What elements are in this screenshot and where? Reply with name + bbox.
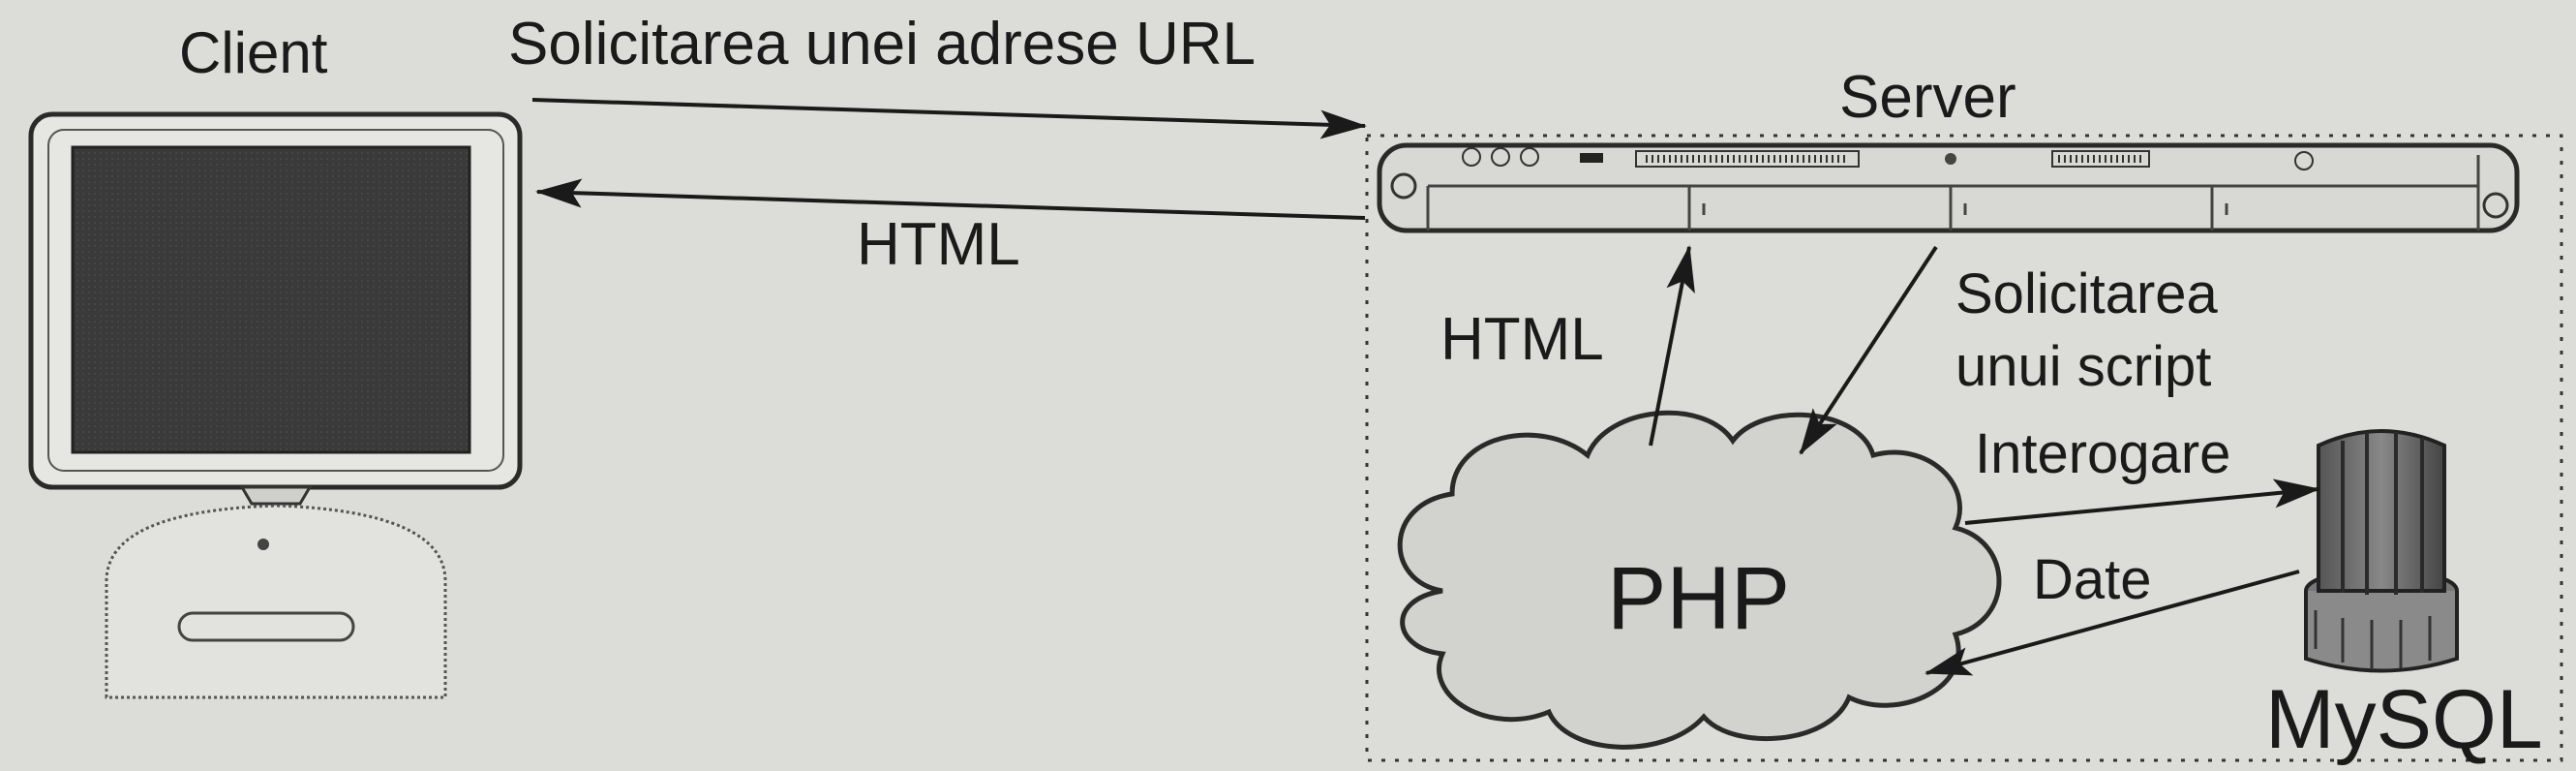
script-request-label-line2: unui script bbox=[1955, 335, 2212, 398]
script-request-label-line1: Solicitarea bbox=[1955, 262, 2218, 325]
server-rack-icon bbox=[1377, 142, 2520, 233]
php-html-label: HTML bbox=[1440, 306, 1604, 373]
server-boundary bbox=[1365, 134, 2563, 762]
arrow-query bbox=[1964, 478, 2320, 525]
server-label: Server bbox=[1839, 64, 2016, 131]
mysql-label: MySQL bbox=[2265, 673, 2543, 766]
php-label: PHP bbox=[1607, 549, 1791, 648]
arrow-script-request bbox=[1799, 245, 1938, 455]
arrow-php-to-server bbox=[1649, 245, 1695, 447]
mysql-database-icon bbox=[2304, 429, 2459, 673]
query-label: Interogare bbox=[1975, 422, 2231, 485]
html-response-label: HTML bbox=[857, 211, 1020, 278]
php-cloud-icon bbox=[1397, 410, 2002, 750]
url-request-label: Solicitarea unei adrese URL bbox=[508, 11, 1256, 77]
arrow-data bbox=[1924, 570, 2300, 676]
arrow-url-request bbox=[531, 98, 1367, 139]
data-label: Date bbox=[2033, 548, 2152, 611]
client-label: Client bbox=[179, 20, 328, 85]
arrow-html-response bbox=[535, 178, 1366, 220]
client-computer-icon bbox=[28, 111, 523, 699]
